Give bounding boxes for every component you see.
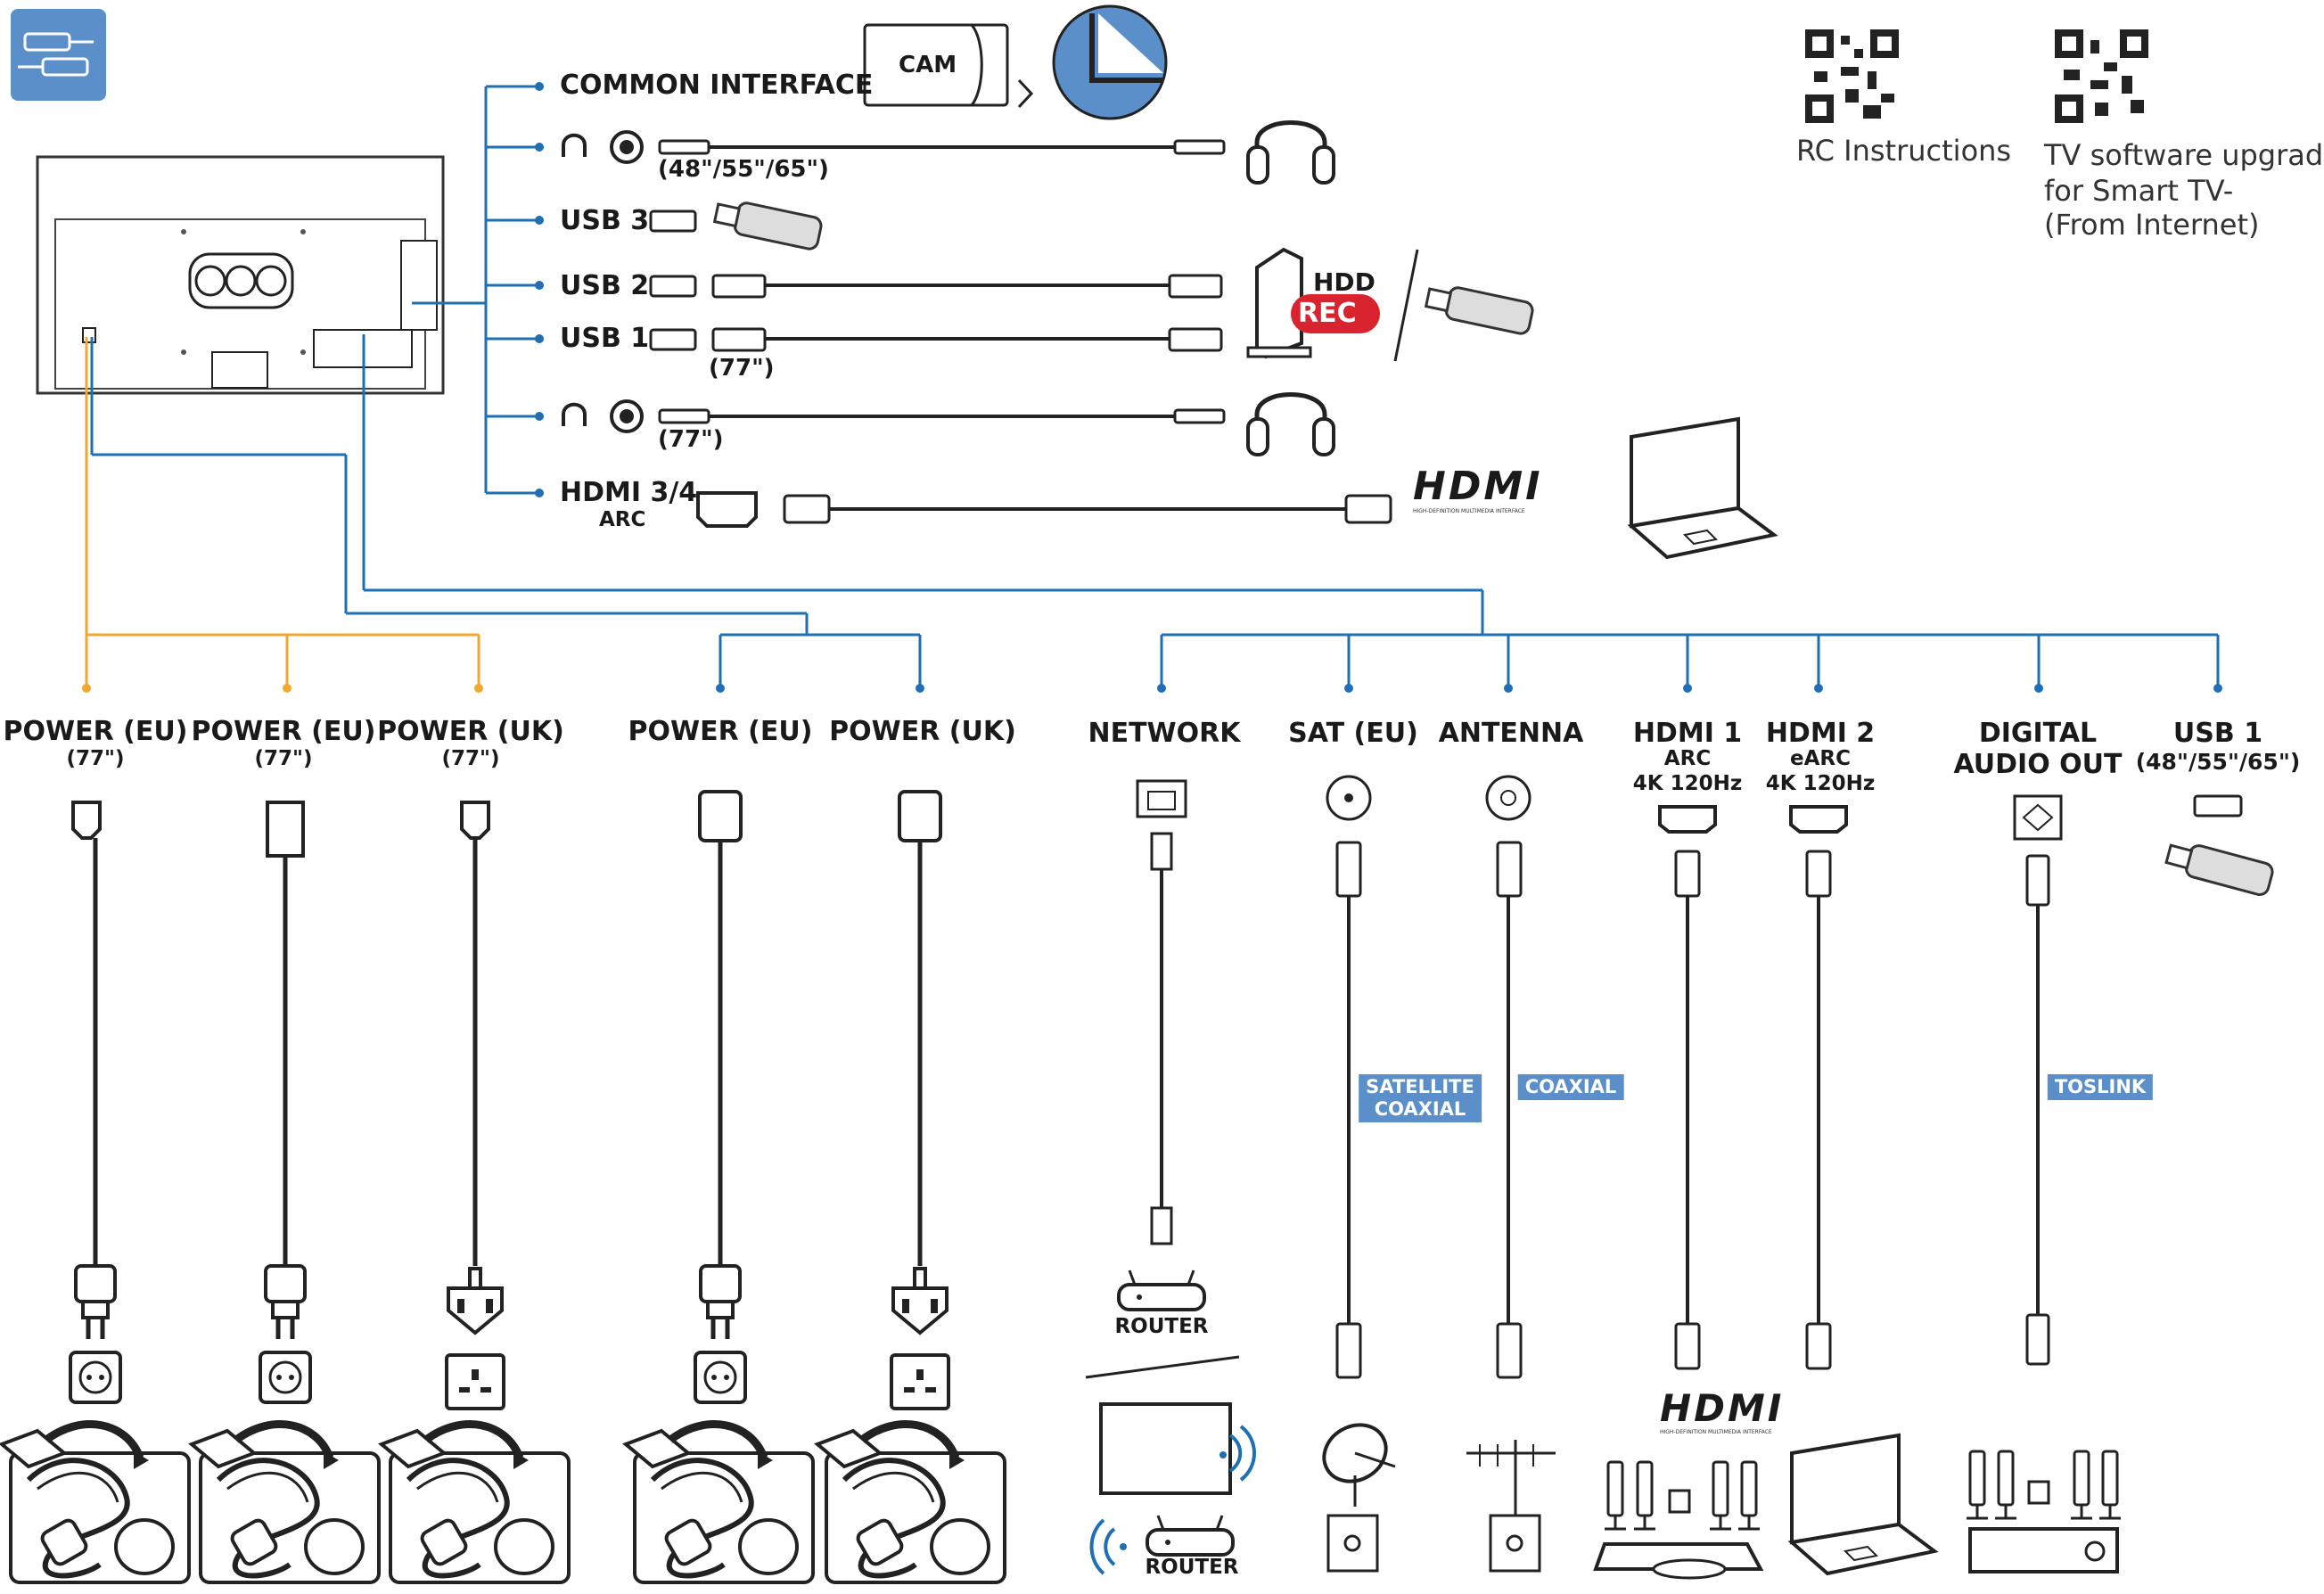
wifi-icon bbox=[1089, 1518, 1127, 1575]
hdmi-logo: HDMI bbox=[1413, 464, 1543, 509]
power-cable-3 bbox=[382, 801, 569, 1582]
toslink-tag: TOSLINK bbox=[2047, 1074, 2154, 1100]
network-cable bbox=[1136, 779, 1187, 1245]
hdmi2-label: HDMI 2 bbox=[1765, 718, 1876, 749]
hdmi1-sub1: ARC bbox=[1663, 747, 1712, 770]
connection-icon bbox=[11, 9, 106, 101]
home-theater-icon bbox=[1593, 1460, 1764, 1580]
headphones-icon bbox=[1248, 395, 1334, 456]
router-label: ROUTER bbox=[1114, 1315, 1209, 1338]
power-size-1: (77") bbox=[66, 747, 125, 770]
common-interface-label: COMMON INTERFACE bbox=[560, 70, 874, 101]
usb1-label: USB 1 bbox=[560, 323, 650, 354]
power-cable-1 bbox=[2, 801, 189, 1582]
usb-stick-icon bbox=[2163, 836, 2276, 899]
coaxial-tag: COAXIAL bbox=[1517, 1074, 1624, 1100]
digital-audio-line1: DIGITAL bbox=[1978, 718, 2098, 749]
headphone-jack-top bbox=[562, 130, 1226, 164]
usb-size-label: (77") bbox=[709, 355, 775, 382]
rc-instructions: RC Instructions bbox=[1796, 134, 2012, 168]
antenna-label: ANTENNA bbox=[1438, 718, 1584, 749]
hdmi-logo-sub: HIGH-DEFINITION MULTIMEDIA INTERFACE bbox=[1413, 508, 1525, 514]
qr-code-icon bbox=[2055, 29, 2148, 123]
power-label-4: POWER (EU) bbox=[628, 716, 813, 747]
hdd-label: HDD bbox=[1313, 267, 1376, 297]
laptop-icon bbox=[1790, 1434, 1936, 1575]
power-label-5: POWER (UK) bbox=[829, 716, 1016, 747]
bottom-lines-blue bbox=[90, 334, 2220, 686]
hdmi34-cable bbox=[696, 491, 1392, 528]
hdmi1-label: HDMI 1 bbox=[1632, 718, 1743, 749]
power-label-3: POWER (UK) bbox=[377, 716, 564, 747]
tv-wifi-icon bbox=[1099, 1402, 1256, 1495]
antenna-icon bbox=[1466, 1440, 1556, 1573]
usb3-label: USB 3 bbox=[560, 205, 650, 236]
router-icon bbox=[1117, 1269, 1206, 1311]
satellite-coaxial-tag: SATELLITE COAXIAL bbox=[1359, 1074, 1482, 1122]
power-cable-4 bbox=[626, 790, 813, 1582]
hdmi2-cable bbox=[1789, 805, 1848, 1370]
hdmi1-cable bbox=[1658, 805, 1717, 1370]
headphones-icon bbox=[1248, 123, 1334, 184]
usb1-cable bbox=[649, 327, 1223, 352]
power-size-3: (77") bbox=[441, 747, 500, 770]
hdmi34-label: HDMI 3/4 bbox=[560, 477, 698, 508]
router-wifi-label: ROUTER bbox=[1145, 1556, 1239, 1579]
headphone-size-top: (48"/55"/65") bbox=[658, 156, 829, 183]
optical-cable bbox=[2013, 794, 2063, 1366]
hdmi2-sub2: 4K 120Hz bbox=[1765, 772, 1876, 795]
headphone-size-bottom: (77") bbox=[658, 426, 724, 453]
cam-card-icon bbox=[863, 4, 1168, 120]
power-label-1: POWER (EU) bbox=[3, 716, 188, 747]
satellite-tag-line1: SATELLITE bbox=[1366, 1076, 1474, 1097]
usb1-bottom-label: USB 1 bbox=[2172, 718, 2263, 749]
digital-audio-line2: AUDIO OUT bbox=[1953, 749, 2123, 780]
usb1-bottom-size: (48"/55"/65") bbox=[2135, 749, 2301, 775]
hdmi-logo-sub: HIGH-DEFINITION MULTIMEDIA INTERFACE bbox=[1660, 1429, 1772, 1435]
power-label-2: POWER (EU) bbox=[191, 716, 376, 747]
sat-label: SAT (EU) bbox=[1288, 718, 1418, 749]
antenna-cable bbox=[1485, 775, 1532, 1379]
laptop-icon bbox=[1630, 417, 1776, 559]
hdmi1-sub2: 4K 120Hz bbox=[1632, 772, 1743, 795]
network-label: NETWORK bbox=[1088, 718, 1241, 749]
satellite-dish-icon bbox=[1322, 1423, 1396, 1573]
power-cable-5 bbox=[817, 790, 1005, 1582]
usb2-label: USB 2 bbox=[560, 270, 650, 301]
usb-stick-icon bbox=[711, 195, 825, 252]
software-upgrade-line2: for Smart TV- bbox=[2044, 174, 2234, 208]
side-connection-lines bbox=[412, 85, 539, 495]
hdd-icon bbox=[1246, 247, 1419, 362]
sat-cable bbox=[1326, 775, 1372, 1379]
headphone-jack-bottom bbox=[562, 399, 1226, 433]
usb3-port bbox=[649, 210, 697, 233]
power-cable-2 bbox=[192, 801, 379, 1582]
software-upgrade-line1: TV software upgrade bbox=[2044, 138, 2324, 172]
usb1-bottom-port bbox=[2193, 794, 2243, 818]
power-size-2: (77") bbox=[254, 747, 313, 770]
power-lines-orange bbox=[85, 337, 480, 686]
hdmi-logo: HDMI bbox=[1660, 1386, 1785, 1430]
cam-label: CAM bbox=[899, 52, 957, 78]
usb2-cable bbox=[649, 274, 1223, 299]
qr-code-icon bbox=[1805, 29, 1899, 123]
hdmi34-arc-label: ARC bbox=[599, 508, 646, 531]
router-icon bbox=[1146, 1514, 1235, 1557]
hdmi2-sub1: eARC bbox=[1790, 747, 1851, 770]
usb-stick-icon bbox=[1423, 280, 1536, 337]
home-theater-icon bbox=[1965, 1450, 2123, 1573]
satellite-tag-line2: COAXIAL bbox=[1374, 1098, 1466, 1120]
tv-back-icon bbox=[36, 155, 445, 395]
software-upgrade-line3: (From Internet) bbox=[2044, 208, 2260, 242]
rec-badge: REC bbox=[1298, 298, 1357, 329]
